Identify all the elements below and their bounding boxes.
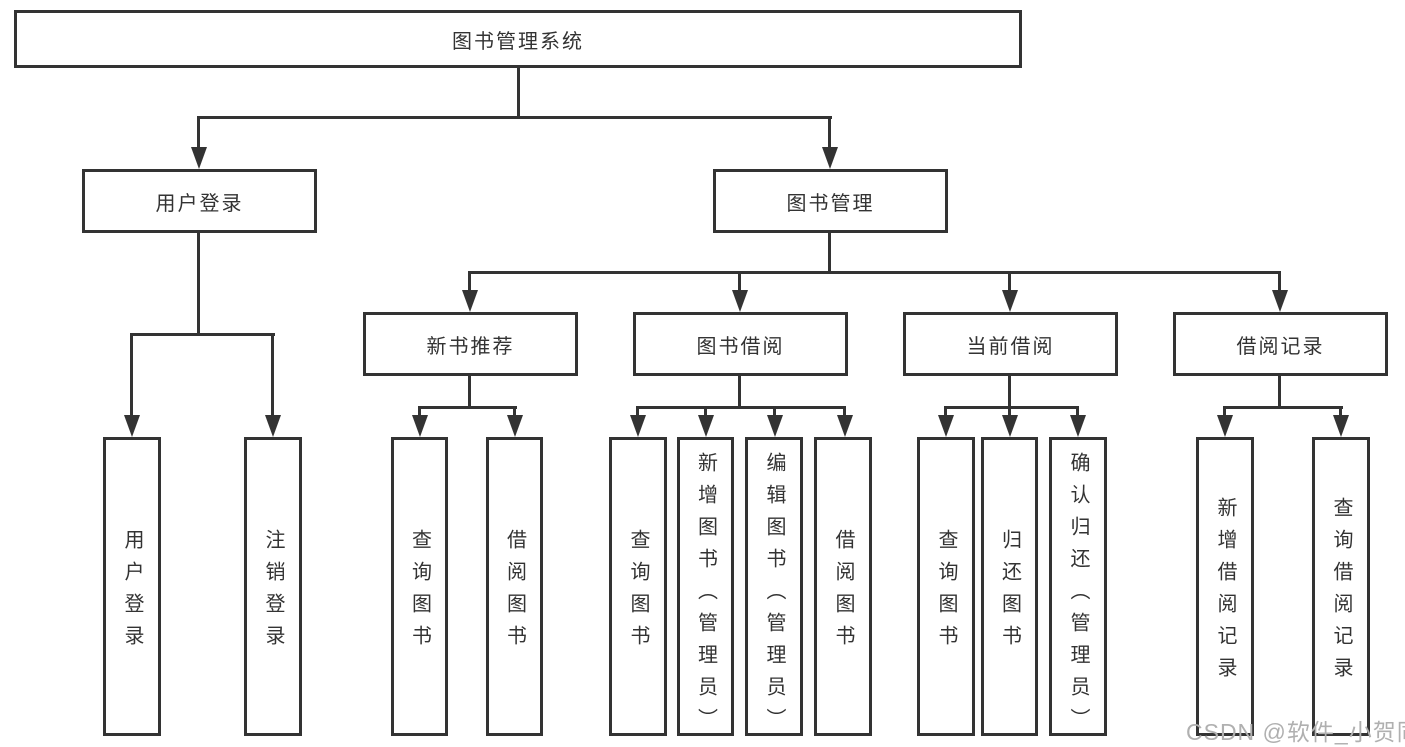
arrow-to-query-borrow-record: [1333, 415, 1349, 437]
leaf-query-books-recommend-label: 查询图书: [408, 528, 431, 657]
arrow-to-query-books-d: [938, 415, 954, 437]
leaf-add-borrow-record-label: 新增借阅记录: [1214, 496, 1236, 689]
node-user-login: 用户登录: [82, 169, 317, 233]
leaf-query-books-current: 查询图书: [917, 437, 975, 736]
edge-to-query-books-b-stem: [418, 408, 421, 416]
arrow-to-book-borrowing: [732, 290, 748, 312]
leaf-logout-login: 注销登录: [244, 437, 302, 736]
leaf-user-login: 用户登录: [103, 437, 161, 736]
edge-book-management-span: [468, 271, 1281, 274]
edge-to-borrowing-records-stem: [1278, 273, 1281, 291]
node-library-management-system: 图书管理系统: [14, 10, 1022, 68]
arrow-to-add-borrow-record: [1217, 415, 1233, 437]
edge-to-borrow-books-c-stem: [843, 408, 846, 416]
edge-to-leaf-user-login-stem: [130, 335, 133, 417]
edge-book-borrowing-span: [636, 406, 846, 409]
edge-to-query-books-d-stem: [944, 408, 947, 416]
leaf-borrow-books-recommend-label: 借阅图书: [503, 528, 526, 657]
csdn-watermark: CSDN @软件_小贺同学: [1186, 719, 1405, 745]
arrow-to-query-books-c: [630, 415, 646, 437]
leaf-edit-book-admin: 编辑图书（管理员）: [745, 437, 803, 740]
arrow-to-return-books: [1002, 415, 1018, 437]
leaf-query-borrow-record-label: 查询借阅记录: [1330, 496, 1352, 689]
edge-to-user-login-stem: [197, 118, 200, 148]
edge-to-return-books-stem: [1008, 408, 1011, 416]
edge-borrowing-records-stem2: [1278, 376, 1281, 409]
arrow-to-new-book-recommendation: [462, 290, 478, 312]
arrow-to-book-management: [822, 147, 838, 169]
node-borrowing-records: 借阅记录: [1173, 312, 1388, 376]
edge-root-stem: [517, 68, 520, 118]
leaf-borrow-books-label: 借阅图书: [832, 528, 854, 657]
arrow-to-add-book: [698, 415, 714, 437]
arrow-to-leaf-user-login: [124, 415, 140, 437]
edge-user-login-stem: [197, 233, 200, 336]
node-book-management: 图书管理: [713, 169, 948, 233]
leaf-edit-book-admin-label: 编辑图书（管理员）: [763, 452, 785, 740]
arrow-to-current-borrowing: [1002, 290, 1018, 312]
edge-to-book-management-stem: [828, 118, 831, 148]
arrow-to-query-books-b: [412, 415, 428, 437]
edge-to-add-borrow-record-stem: [1223, 408, 1226, 416]
edge-new-book-span: [418, 406, 517, 409]
leaf-borrow-books: 借阅图书: [814, 437, 872, 736]
edge-current-borrowing-stem2: [1008, 376, 1011, 409]
leaf-add-book-admin-label: 新增图书（管理员）: [694, 452, 717, 740]
edge-current-borrowing-span: [944, 406, 1079, 409]
leaf-confirm-return-admin: 确认归还（管理员）: [1049, 437, 1107, 740]
leaf-logout-login-label: 注销登录: [262, 528, 284, 657]
leaf-borrow-books-recommend: 借阅图书: [486, 437, 543, 736]
edge-borrowing-records-span: [1223, 406, 1343, 409]
leaf-confirm-return-admin-label: 确认归还（管理员）: [1067, 452, 1089, 740]
leaf-return-books-label: 归还图书: [998, 528, 1021, 657]
arrow-to-leaf-logout: [265, 415, 281, 437]
arrow-to-confirm-return: [1070, 415, 1086, 437]
node-current-borrowing: 当前借阅: [903, 312, 1118, 376]
edge-new-book-stem: [468, 376, 471, 409]
leaf-return-books: 归还图书: [981, 437, 1038, 736]
edge-to-new-book-stem: [468, 273, 471, 291]
leaf-add-book-admin: 新增图书（管理员）: [677, 437, 734, 740]
leaf-user-login-label: 用户登录: [121, 528, 143, 657]
arrow-to-borrow-books-c: [837, 415, 853, 437]
arrow-to-user-login: [191, 147, 207, 169]
leaf-query-books-borrow-label: 查询图书: [627, 528, 649, 657]
arrow-to-borrowing-records: [1272, 290, 1288, 312]
edge-to-confirm-return-stem: [1076, 408, 1079, 416]
edge-to-query-books-c-stem: [636, 408, 639, 416]
arrow-to-edit-book: [767, 415, 783, 437]
edge-to-current-borrowing-stem: [1008, 273, 1011, 291]
arrow-to-borrow-books-b: [507, 415, 523, 437]
edge-book-management-stem: [828, 233, 831, 274]
leaf-add-borrow-record: 新增借阅记录: [1196, 437, 1254, 736]
leaf-query-books-borrow: 查询图书: [609, 437, 667, 736]
edge-book-borrowing-stem2: [738, 376, 741, 409]
edge-to-borrow-books-b-stem: [513, 408, 516, 416]
edge-to-book-borrowing-stem: [738, 273, 741, 291]
leaf-query-borrow-record: 查询借阅记录: [1312, 437, 1370, 736]
edge-user-login-span: [130, 333, 275, 336]
edge-root-span: [197, 116, 832, 119]
node-book-borrowing: 图书借阅: [633, 312, 848, 376]
edge-to-query-borrow-record-stem: [1339, 408, 1342, 416]
edge-to-edit-book-stem: [773, 408, 776, 416]
leaf-query-books-current-label: 查询图书: [935, 528, 957, 657]
leaf-query-books-recommend: 查询图书: [391, 437, 448, 736]
node-new-book-recommendation: 新书推荐: [363, 312, 578, 376]
edge-to-add-book-stem: [704, 408, 707, 416]
edge-to-leaf-logout-stem: [271, 335, 274, 417]
